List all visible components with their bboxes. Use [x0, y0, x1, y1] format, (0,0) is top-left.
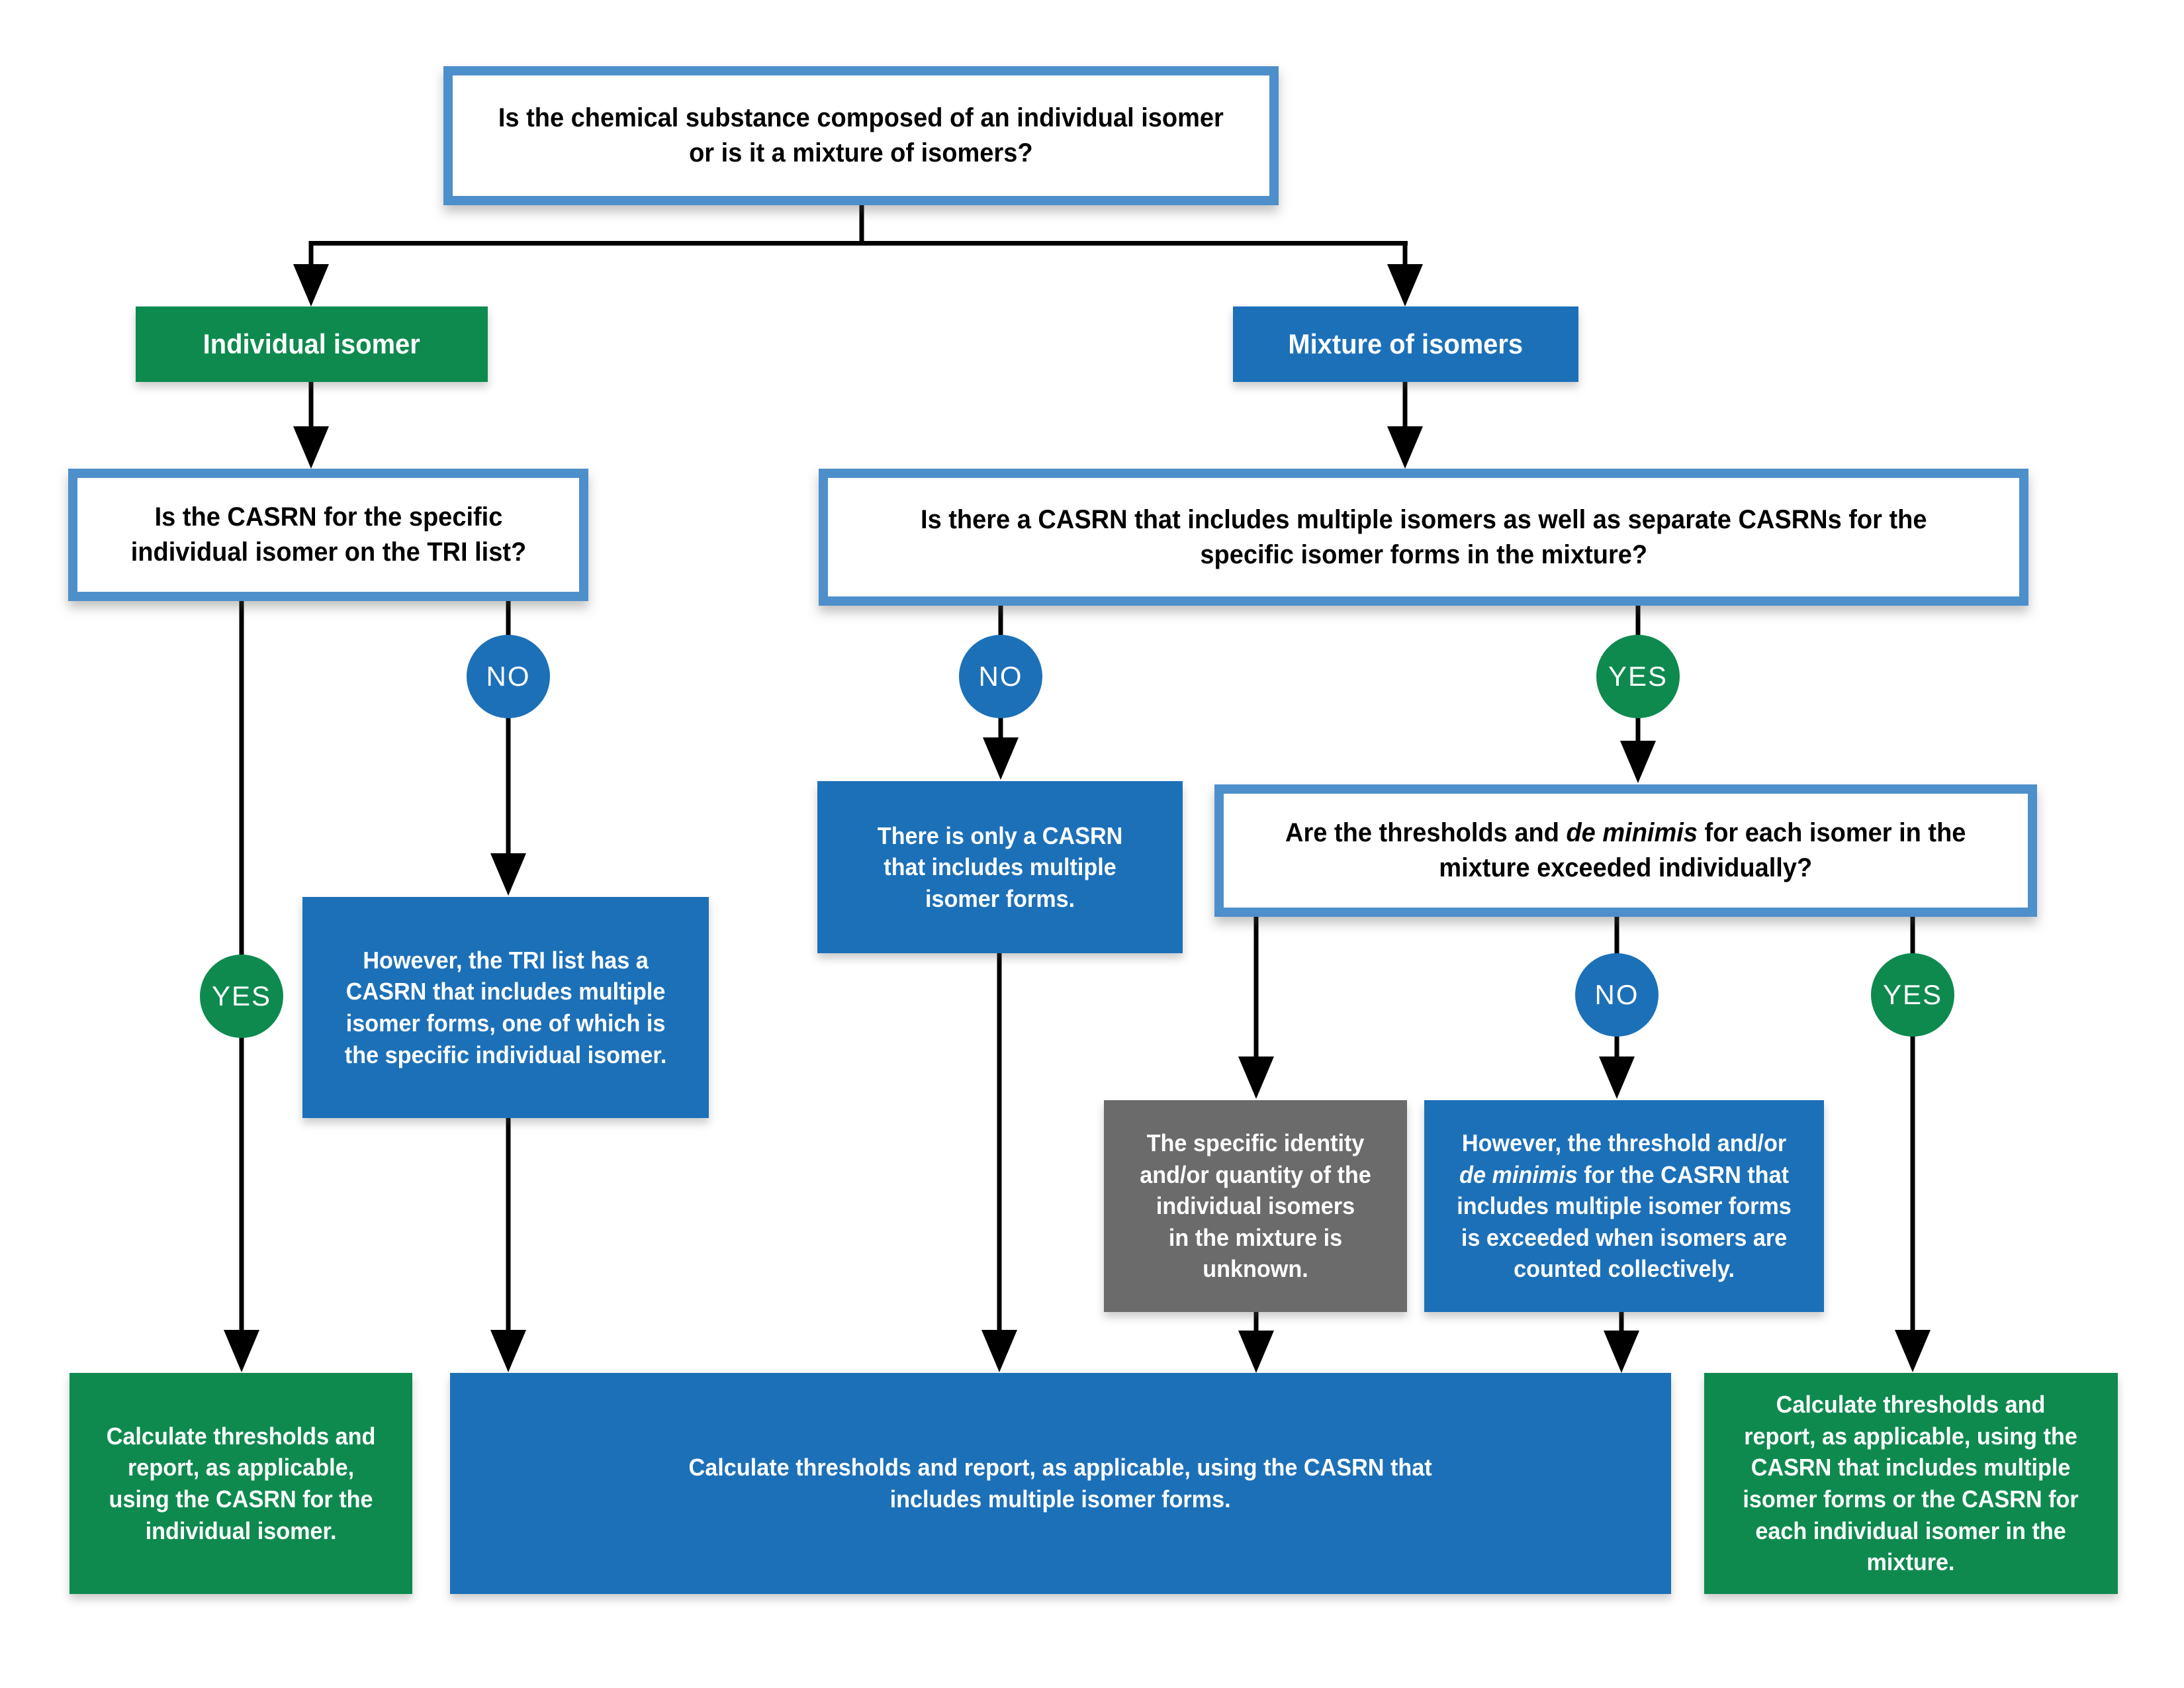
individual-casrn-question-text: Is the CASRN for the specific individual… [130, 502, 526, 567]
result-individual-text: Calculate thresholds and report, as appl… [106, 1422, 376, 1544]
no-badge-mixture-branch: NO [959, 635, 1042, 718]
however-threshold-text: However, the threshold and/or de minimis… [1451, 1127, 1798, 1285]
connector-individual-drop [308, 241, 314, 267]
thresholds-question-post: for each isomer in the mixture exceeded … [1439, 818, 1966, 882]
no-badge-label: NO [486, 661, 531, 692]
however-tri-box: However, the TRI list has a CASRN that i… [302, 897, 709, 1118]
result-individual-box: Calculate thresholds and report, as appl… [69, 1373, 412, 1594]
thresholds-question-pre: Are the thresholds and [1285, 818, 1567, 848]
arrowhead-result-multi-from-unknown [1238, 1331, 1274, 1373]
no-badge-label: NO [978, 661, 1023, 692]
connector-only-casrn-out [997, 952, 1002, 1333]
connector-no-individual [506, 598, 511, 856]
result-multi-box: Calculate thresholds and report, as appl… [450, 1373, 1671, 1594]
however-tri-text: However, the TRI list has a CASRN that i… [344, 946, 667, 1068]
result-multi-text: Calculate thresholds and report, as appl… [688, 1454, 1433, 1513]
result-either-text: Calculate thresholds and report, as appl… [1743, 1391, 2079, 1576]
only-multi-casrn-box: There is only a CASRN that includes mult… [817, 781, 1183, 953]
individual-isomer-label: Individual isomer [203, 328, 421, 360]
thresholds-question-text: Are the thresholds and de minimis for ea… [1279, 816, 1972, 886]
arrowhead-individual [293, 264, 329, 306]
arrowhead-mixture-question [1387, 426, 1423, 469]
connector-individual-question [308, 381, 314, 430]
mixture-casrn-question-box: Is there a CASRN that includes multiple … [819, 469, 2028, 606]
connector-yes-thresholds [1910, 915, 1915, 1333]
mixture-isomers-label-box: Mixture of isomers [1233, 306, 1578, 382]
connector-unknown-out [1253, 1311, 1259, 1333]
arrowhead-result-multi-left [490, 1330, 526, 1372]
mixture-casrn-question-text: Is there a CASRN that includes multiple … [920, 504, 1927, 569]
connector-however-tri-out [506, 1117, 511, 1333]
root-question-text: Is the chemical substance composed of an… [498, 103, 1224, 167]
arrowhead-unknown [1238, 1056, 1274, 1099]
root-question-box: Is the chemical substance composed of an… [443, 66, 1279, 205]
arrowhead-result-multi-mid [981, 1330, 1017, 1372]
connector-however-threshold-out [1619, 1311, 1624, 1333]
no-badge-individual-branch: NO [467, 635, 550, 718]
arrowhead-result-either [1895, 1330, 1931, 1372]
connector-mixture-drop [1402, 241, 1408, 267]
unknown-identity-box: The specific identity and/or quantity of… [1104, 1100, 1407, 1312]
arrowhead-only-casrn [983, 737, 1019, 780]
arrowhead-thresholds-question [1620, 741, 1656, 783]
yes-badge-label: YES [1608, 661, 1668, 692]
yes-badge-label: YES [1882, 979, 1943, 1010]
yes-badge-individual-branch: YES [200, 955, 283, 1038]
connector-unknown-drop [1253, 915, 1259, 1060]
connector-branch-bar [309, 241, 1408, 246]
however-threshold-italic: de minimis [1459, 1160, 1578, 1188]
unknown-identity-text: The specific identity and/or quantity of… [1140, 1129, 1371, 1283]
no-badge-label: NO [1594, 979, 1639, 1010]
no-badge-thresholds-branch: NO [1575, 953, 1659, 1037]
arrowhead-result-multi-from-threshold [1604, 1331, 1639, 1373]
however-threshold-pre: However, the threshold and/or [1461, 1129, 1787, 1157]
arrowhead-mixture [1387, 264, 1423, 306]
arrowhead-however-threshold [1599, 1056, 1635, 1099]
individual-isomer-label-box: Individual isomer [136, 306, 488, 382]
mixture-isomers-label: Mixture of isomers [1288, 328, 1524, 360]
yes-badge-mixture-branch: YES [1596, 635, 1680, 718]
yes-badge-thresholds-branch: YES [1871, 953, 1954, 1037]
yes-badge-label: YES [211, 980, 272, 1011]
arrowhead-result-individual [224, 1330, 259, 1372]
result-either-box: Calculate thresholds and report, as appl… [1704, 1373, 2118, 1594]
connector-root-stem [859, 203, 864, 244]
arrowhead-however-tri [490, 853, 526, 896]
connector-mixture-question [1402, 381, 1408, 430]
however-threshold-post: for the CASRN that includes multiple iso… [1457, 1160, 1792, 1283]
thresholds-question-box: Are the thresholds and de minimis for ea… [1214, 784, 2037, 917]
only-multi-casrn-text: There is only a CASRN that includes mult… [877, 821, 1123, 912]
individual-casrn-question-box: Is the CASRN for the specific individual… [68, 469, 588, 601]
however-threshold-box: However, the threshold and/or de minimis… [1424, 1100, 1824, 1312]
thresholds-question-italic: de minimis [1566, 818, 1698, 848]
arrowhead-individual-question [293, 426, 329, 469]
